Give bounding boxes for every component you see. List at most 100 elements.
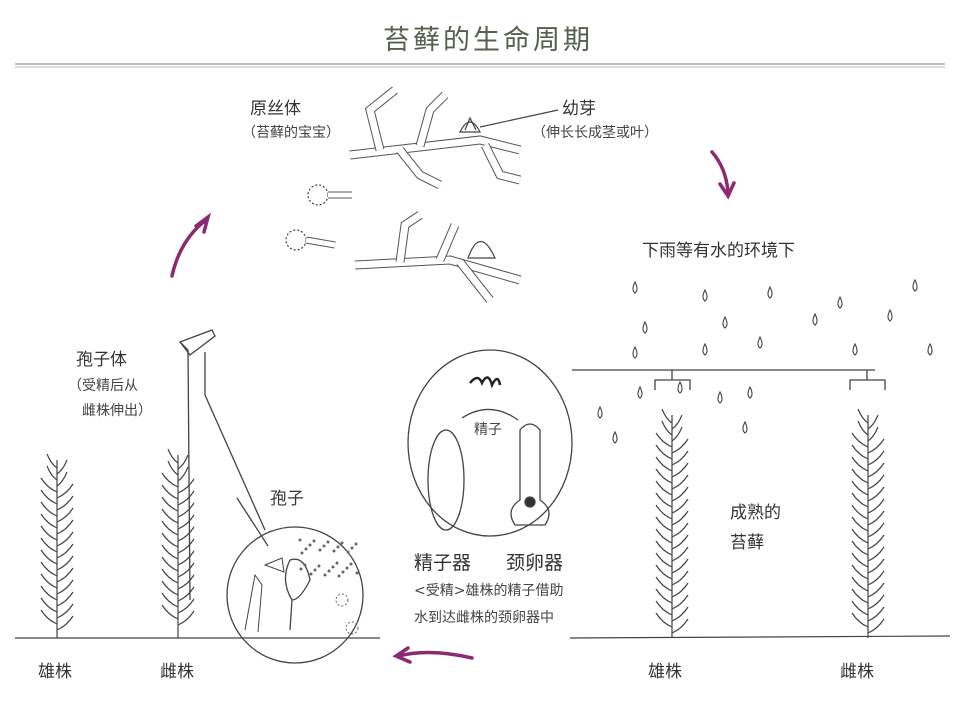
leaf [161, 472, 179, 488]
leaf [161, 580, 179, 596]
leaf [867, 498, 885, 514]
leaf [851, 612, 869, 628]
leaf-fragment [263, 557, 285, 573]
raindrop-icon [612, 430, 618, 444]
fertilization-inset [407, 349, 573, 537]
spore-dot [336, 545, 340, 549]
leaf [851, 480, 869, 496]
spore-dot [299, 567, 303, 571]
leaf [161, 484, 179, 500]
leaf [177, 466, 189, 482]
leaf [867, 606, 885, 622]
leaf [851, 588, 869, 604]
leaf [177, 574, 195, 590]
fertilization-text-1: <受精>雄株的精子借助 [414, 583, 564, 599]
spore-dot [303, 563, 307, 567]
spore-dot [335, 561, 339, 565]
leaf [56, 567, 74, 583]
cycle-arrows [170, 150, 736, 664]
leaf [655, 516, 673, 532]
spore-dot [350, 546, 354, 550]
spore-dot [298, 538, 302, 542]
leaf [40, 513, 58, 529]
raindrop-icon [927, 342, 933, 356]
mature-label-2: 苔藓 [730, 533, 764, 553]
fertilization-text-2: 水到达雌株的颈卵器中 [414, 610, 554, 626]
spore-dot [312, 539, 316, 543]
raindrop-icon [837, 295, 843, 309]
mature-label-1: 成熟的 [730, 503, 781, 523]
leaf [851, 456, 869, 472]
leaf [177, 502, 195, 518]
leaf [40, 477, 58, 493]
spore-dot [326, 540, 330, 544]
leaf [851, 468, 869, 484]
raindrop-icon [597, 405, 603, 419]
raindrop-icon [812, 312, 818, 326]
spore-dot [300, 551, 304, 555]
leaf [867, 618, 885, 634]
egg-icon [524, 496, 536, 508]
leaf [655, 588, 673, 604]
capsule-in-inset [284, 558, 311, 631]
spore-dot [346, 550, 350, 554]
raindrop-icon [702, 288, 708, 302]
spore-dot [332, 549, 336, 553]
spore-dot [340, 541, 344, 545]
raindrop-icon [722, 315, 728, 329]
spore-pointer [236, 497, 269, 547]
raindrop-icon [912, 278, 918, 292]
leaf [56, 483, 74, 499]
arrow-left-icon [396, 650, 474, 660]
leaf [851, 444, 869, 460]
leaf [867, 594, 885, 610]
arrow-left-head [392, 646, 412, 664]
leaf [40, 573, 58, 589]
leaf [655, 492, 673, 508]
leaf [851, 492, 869, 508]
leaf [40, 489, 58, 505]
spore-dot [341, 570, 345, 574]
leaf [655, 480, 673, 496]
leaf [655, 552, 673, 568]
sporophyte-note-1: （受精后从 [68, 378, 138, 394]
leaf [867, 522, 885, 538]
leaf [56, 459, 68, 475]
spore-dots [244, 538, 359, 635]
leaf [40, 597, 58, 613]
female-plant-right-label: 雌株 [840, 662, 874, 682]
leaf [671, 522, 689, 538]
leaf-fragment [244, 573, 263, 633]
leaf [671, 618, 689, 634]
leaf [671, 510, 689, 526]
leaf [671, 582, 689, 598]
leaf [671, 450, 689, 466]
leaf [867, 462, 885, 478]
leaf [161, 544, 179, 560]
leaf [867, 546, 885, 562]
leaf [167, 448, 179, 464]
leaf [671, 438, 689, 454]
spore-dot [317, 564, 321, 568]
leaf [867, 570, 885, 586]
leaf [851, 432, 869, 448]
leaf [56, 531, 74, 547]
bud-label: 幼芽 [562, 99, 596, 119]
page-title: 苔藓的生命周期 [383, 25, 593, 56]
leaf [671, 606, 689, 622]
leaf [671, 474, 689, 490]
leaf [671, 534, 689, 550]
spore-dot [331, 565, 335, 569]
moss-plant [851, 408, 885, 638]
leaf [867, 438, 885, 454]
leaf [867, 558, 885, 574]
raindrop-icon [637, 385, 643, 399]
spore-dot [304, 547, 308, 551]
leaf [867, 510, 885, 526]
leaf [56, 519, 74, 535]
leaf [857, 420, 869, 436]
leaf [161, 508, 179, 524]
leaf [851, 528, 869, 544]
leaf [867, 582, 885, 598]
leaf [161, 520, 179, 536]
